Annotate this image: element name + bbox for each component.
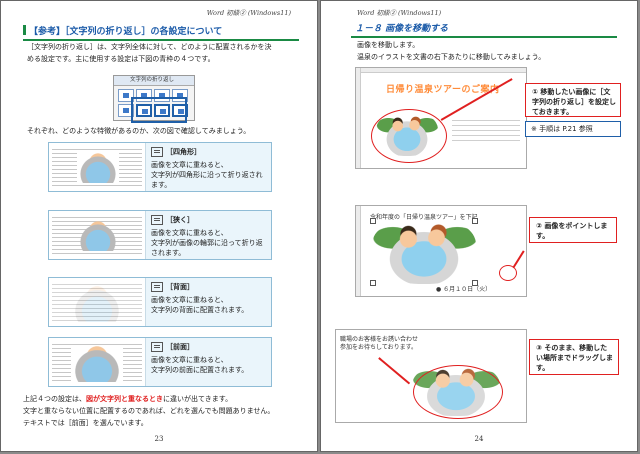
summary-line: 上記４つの設定は、図が文字列と重なるときに違いが出てきます。: [23, 395, 233, 403]
wrap-example-square: ［四角形］ 画像を文章に重ねると、 文字列が四角形に沿って折り返され ます。: [48, 142, 272, 192]
intro-line: ［文字列の折り返し］は、文字列全体に対して、どのように配置されるかを決: [27, 43, 272, 51]
summary-line: テキストでは［前面］を選んでいます。: [23, 419, 148, 427]
intro-line: 画像を移動します。: [357, 41, 420, 49]
document-text: 参加をお待ちしております。: [340, 344, 418, 351]
wrap-behind-icon: [151, 282, 163, 292]
section-title: １－８ 画像を移動する: [351, 21, 617, 38]
onsen-picture: [71, 346, 123, 382]
step-callout-2: ② 画像をポイントします。: [529, 217, 617, 243]
wrap-option-tile: [118, 89, 134, 102]
step-callout-1: ① 移動したい画像に［文字列の折り返し］を設定しておきます。: [525, 83, 621, 117]
option-description: 画像を文章に重ねると、 文字列の前面に配置されます。: [151, 356, 249, 374]
option-title: ［狭く］: [151, 215, 194, 225]
wordart-title: 日帰り温泉ツアーのご案内: [386, 85, 500, 95]
wrap-example-tight: ［狭く］ 画像を文章に重ねると、 文字列が画像の輪郭に沿って折り返 されます。: [48, 210, 272, 260]
document-text: 職場のお客様をお誘い合わせ: [340, 336, 419, 343]
blue-highlight-frame: [131, 97, 187, 123]
example-document: [49, 143, 146, 191]
wrap-option-tile: [154, 104, 170, 117]
vertical-ruler: [356, 68, 361, 168]
step-callout-3: ③ そのまま、移動したい場所までドラッグします。: [529, 339, 619, 375]
example-document: [49, 211, 146, 259]
wrap-option-tile: [136, 104, 152, 117]
wrap-example-behind: ［背面］ 画像を文章に重ねると、 文字列の背面に配置されます。: [48, 277, 272, 327]
resize-handle[interactable]: [370, 218, 376, 224]
ruler: [356, 68, 526, 73]
running-head: Word 初級② (Windows11): [206, 9, 291, 17]
highlight-oval: [413, 365, 503, 419]
summary-line: 文字と重ならない位置に配置するのであれば、どれを選んでも問題ありません。: [23, 407, 275, 415]
intro-text: ［文字列の折り返し］は、文字列全体に対して、どのように配置されるかを決 める設定…: [27, 41, 297, 65]
onsen-picture: [77, 221, 119, 251]
document-screenshot-2: 令和年度の「日帰り温泉ツアー」を下記 ● ６月１０日（火）: [355, 205, 527, 297]
document-text: ● ６月１０日（火）: [436, 286, 492, 293]
example-document: [49, 338, 146, 386]
resize-handle[interactable]: [472, 218, 478, 224]
text-lines: [52, 281, 142, 323]
wrap-square-icon: [151, 147, 163, 157]
intro-line: 温泉のイラストを文書の右下あたりに移動してみましょう。: [357, 53, 546, 61]
left-page: Word 初級② (Windows11) 【参考】［文字列の折り返し］の各設定に…: [0, 0, 318, 452]
wrap-front-icon: [151, 342, 163, 352]
menu-label: 文字列の折り返し: [114, 76, 194, 86]
resize-handle[interactable]: [472, 280, 478, 286]
wrap-tight-icon: [151, 215, 163, 225]
text-lines: [452, 116, 520, 144]
wrap-example-front: ［前面］ 画像を文章に重ねると、 文字列の前面に配置されます。: [48, 337, 272, 387]
running-head: Word 初級② (Windows11): [357, 9, 442, 17]
onsen-picture: [77, 153, 119, 183]
option-title: ［背面］: [151, 282, 194, 292]
page-number: 23: [154, 435, 164, 443]
reference-note: ※ 手順は P.21 参照: [525, 121, 621, 137]
option-title: ［四角形］: [151, 147, 201, 157]
option-description: 画像を文章に重ねると、 文字列が四角形に沿って折り返され ます。: [151, 161, 263, 189]
vertical-ruler: [356, 206, 361, 296]
wrap-option-tile: [118, 104, 134, 117]
page-number: 24: [474, 435, 484, 443]
intro-line: める設定です。主に使用する設定は下図の青枠の４つです。: [27, 55, 215, 63]
document-text: 令和年度の「日帰り温泉ツアー」を下記: [370, 212, 478, 221]
option-description: 画像を文章に重ねると、 文字列の背面に配置されます。: [151, 296, 249, 314]
option-title: ［前面］: [151, 342, 194, 352]
example-document: [49, 278, 146, 326]
right-page: Word 初級② (Windows11) １－８ 画像を移動する 画像を移動しま…: [320, 0, 638, 452]
option-description: 画像を文章に重ねると、 文字列が画像の輪郭に沿って折り返 されます。: [151, 229, 263, 257]
resize-handle[interactable]: [370, 280, 376, 286]
highlight-oval: [499, 265, 517, 281]
summary-text: 上記４つの設定は、図が文字列と重なるときに違いが出てきます。 文字と重ならない位…: [23, 393, 303, 429]
intro-text: 画像を移動します。 温泉のイラストを文書の右下あたりに移動してみましょう。: [357, 39, 627, 63]
wrap-option-tile: [172, 104, 188, 117]
section-title: 【参考】［文字列の折り返し］の各設定について: [23, 24, 299, 41]
lead-text: それぞれ、どのような特徴があるのか、次の図で確認してみましょう。: [27, 127, 251, 135]
highlight-oval: [371, 109, 447, 163]
onsen-illustration: [372, 218, 476, 284]
